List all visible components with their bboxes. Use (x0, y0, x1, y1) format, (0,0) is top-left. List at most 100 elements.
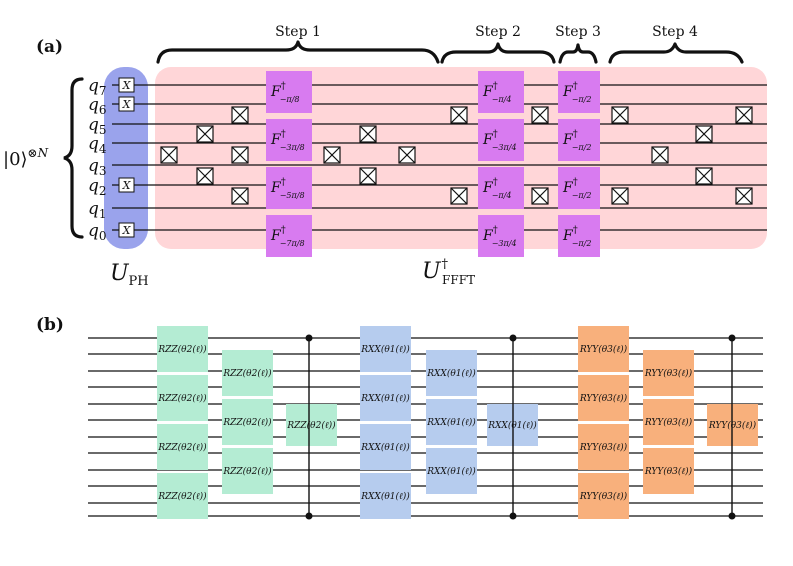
fswap-gate-18 (695, 125, 713, 143)
step-2-label: Step 2 (475, 24, 521, 40)
f-dagger-gate-s1-1: F†−π/8 (266, 71, 312, 113)
svg-text:RXX(θ1(ℓ)): RXX(θ1(ℓ)) (426, 368, 476, 379)
rzz-col1-gate-3: RZZ(θ2(ℓ)) (157, 424, 208, 470)
svg-text:RXX(θ1(ℓ)): RXX(θ1(ℓ)) (487, 420, 537, 431)
fswap-gate-7 (323, 146, 341, 164)
panel-a: (a) Step 1 Step 2 Step 3 Step 4 q7q6q5q4… (3, 24, 767, 289)
svg-text:RYY(θ3(ℓ)): RYY(θ3(ℓ)) (644, 417, 693, 428)
svg-text:F†−π/2: F†−π/2 (562, 225, 591, 248)
f-dagger-gate-s2-1: F†−π/4 (478, 71, 524, 113)
step-3-label: Step 3 (555, 24, 601, 40)
svg-text:X: X (122, 224, 132, 237)
ryy-col2-gate-2: RYY(θ3(ℓ)) (643, 399, 694, 445)
ryy-col1-gate-1: RYY(θ3(ℓ)) (578, 326, 629, 372)
fswap-gate-10 (398, 146, 416, 164)
panel-b-label: (b) (36, 315, 64, 335)
svg-text:RXX(θ1(ℓ)): RXX(θ1(ℓ)) (360, 344, 410, 355)
fswap-gate-3 (196, 167, 214, 185)
ph-block (104, 67, 148, 249)
rxx-col2-gate-3: RXX(θ1(ℓ)) (426, 448, 477, 494)
rxx-col1-gate-3: RXX(θ1(ℓ)) (360, 424, 411, 470)
x-gate-q2: X (118, 177, 135, 193)
ryy-col1-gate-2: RYY(θ3(ℓ)) (578, 375, 629, 421)
fswap-gate-11 (450, 106, 468, 124)
x-gate-q6: X (118, 96, 135, 112)
fswap-gate-1 (160, 146, 178, 164)
fffft-caption: U†FFFT (422, 257, 475, 287)
ryy-col1-gate-3: RYY(θ3(ℓ)) (578, 424, 629, 470)
svg-text:RZZ(θ2(ℓ)): RZZ(θ2(ℓ)) (157, 491, 207, 502)
step-1-brace (156, 40, 440, 64)
fswap-gate-9 (359, 167, 377, 185)
fswap-gate-14 (531, 187, 549, 205)
svg-text:F†−3π/4: F†−3π/4 (482, 225, 517, 248)
svg-text:RXX(θ1(ℓ)): RXX(θ1(ℓ)) (360, 491, 410, 502)
fswap-gate-17 (651, 146, 669, 164)
svg-text:F†−π/4: F†−π/4 (482, 177, 511, 200)
fswap-gate-4 (231, 106, 249, 124)
f-dagger-gate-s2-3: F†−π/4 (478, 167, 524, 209)
svg-text:RXX(θ1(ℓ)): RXX(θ1(ℓ)) (426, 466, 476, 477)
fswap-gate-6 (231, 187, 249, 205)
rzz-col1-gate-1: RZZ(θ2(ℓ)) (157, 326, 208, 372)
fswap-gate-5 (231, 146, 249, 164)
svg-text:F†−7π/8: F†−7π/8 (270, 225, 305, 248)
f-dagger-gate-s1-2: F†−3π/8 (266, 119, 312, 161)
step-1-label: Step 1 (275, 24, 321, 40)
rxx-col1-gate-4: RXX(θ1(ℓ)) (360, 473, 411, 519)
fswap-gate-2 (196, 125, 214, 143)
f-dagger-gate-s3-2: F†−π/2 (558, 119, 600, 161)
qubit-label-q6: q6 (88, 95, 107, 117)
fswap-gate-8 (359, 125, 377, 143)
svg-text:F†−5π/8: F†−5π/8 (270, 177, 305, 200)
svg-text:RYY(θ3(ℓ)): RYY(θ3(ℓ)) (579, 491, 628, 502)
step-2-brace (440, 42, 556, 64)
qubit-label-q0: q0 (88, 221, 107, 243)
panel-a-label: (a) (36, 37, 63, 57)
rxx-col2-gate-2: RXX(θ1(ℓ)) (426, 399, 477, 445)
svg-text:RZZ(θ2(ℓ)): RZZ(θ2(ℓ)) (222, 417, 272, 428)
svg-text:RYY(θ3(ℓ)): RYY(θ3(ℓ)) (579, 393, 628, 404)
step-3-brace (558, 43, 598, 64)
f-dagger-gate-s1-3: F†−5π/8 (266, 167, 312, 209)
rxx-col1-gate-1: RXX(θ1(ℓ)) (360, 326, 411, 372)
qubit-label-q2: q2 (88, 176, 107, 198)
fswap-gate-20 (735, 106, 753, 124)
svg-text:RXX(θ1(ℓ)): RXX(θ1(ℓ)) (360, 442, 410, 453)
ryy-col1-gate-4: RYY(θ3(ℓ)) (578, 473, 629, 519)
init-state: |0⟩⊗N (3, 146, 49, 170)
svg-text:RZZ(θ2(ℓ)): RZZ(θ2(ℓ)) (157, 344, 207, 355)
ph-caption: UPH (110, 261, 149, 289)
control-line-ryy (728, 334, 736, 520)
svg-text:F†−π/2: F†−π/2 (562, 129, 591, 152)
rzz-col2-gate-1: RZZ(θ2(ℓ)) (222, 350, 273, 396)
svg-text:RXX(θ1(ℓ)): RXX(θ1(ℓ)) (426, 417, 476, 428)
svg-text:F†−π/8: F†−π/8 (270, 81, 299, 104)
f-dagger-gate-s3-4: F†−π/2 (558, 215, 600, 257)
svg-text:F†−π/4: F†−π/4 (482, 81, 511, 104)
f-dagger-gate-s2-2: F†−3π/4 (478, 119, 524, 161)
svg-text:F†−3π/4: F†−3π/4 (482, 129, 517, 152)
f-dagger-gate-s3-3: F†−π/2 (558, 167, 600, 209)
rzz-col1-gate-4: RZZ(θ2(ℓ)) (157, 473, 208, 519)
f-dagger-gate-s1-4: F†−7π/8 (266, 215, 312, 257)
svg-text:X: X (122, 79, 132, 92)
svg-text:RYY(θ3(ℓ)): RYY(θ3(ℓ)) (644, 368, 693, 379)
fswap-gate-15 (611, 106, 629, 124)
svg-text:RZZ(θ2(ℓ)): RZZ(θ2(ℓ)) (222, 466, 272, 477)
fswap-gate-12 (450, 187, 468, 205)
init-brace (63, 77, 84, 239)
fswap-gate-19 (695, 167, 713, 185)
ryy-col2-gate-1: RYY(θ3(ℓ)) (643, 350, 694, 396)
f-dagger-gate-s2-4: F†−3π/4 (478, 215, 524, 257)
f-dagger-gate-s3-1: F†−π/2 (558, 71, 600, 113)
svg-text:RZZ(θ2(ℓ)): RZZ(θ2(ℓ)) (157, 393, 207, 404)
svg-text:RYY(θ3(ℓ)): RYY(θ3(ℓ)) (579, 344, 628, 355)
fswap-gate-16 (611, 187, 629, 205)
svg-text:X: X (122, 179, 132, 192)
qubit-label-q1: q1 (88, 199, 107, 221)
control-line-rzz (305, 334, 313, 520)
ryy-col2-gate-3: RYY(θ3(ℓ)) (643, 448, 694, 494)
svg-text:RYY(θ3(ℓ)): RYY(θ3(ℓ)) (644, 466, 693, 477)
